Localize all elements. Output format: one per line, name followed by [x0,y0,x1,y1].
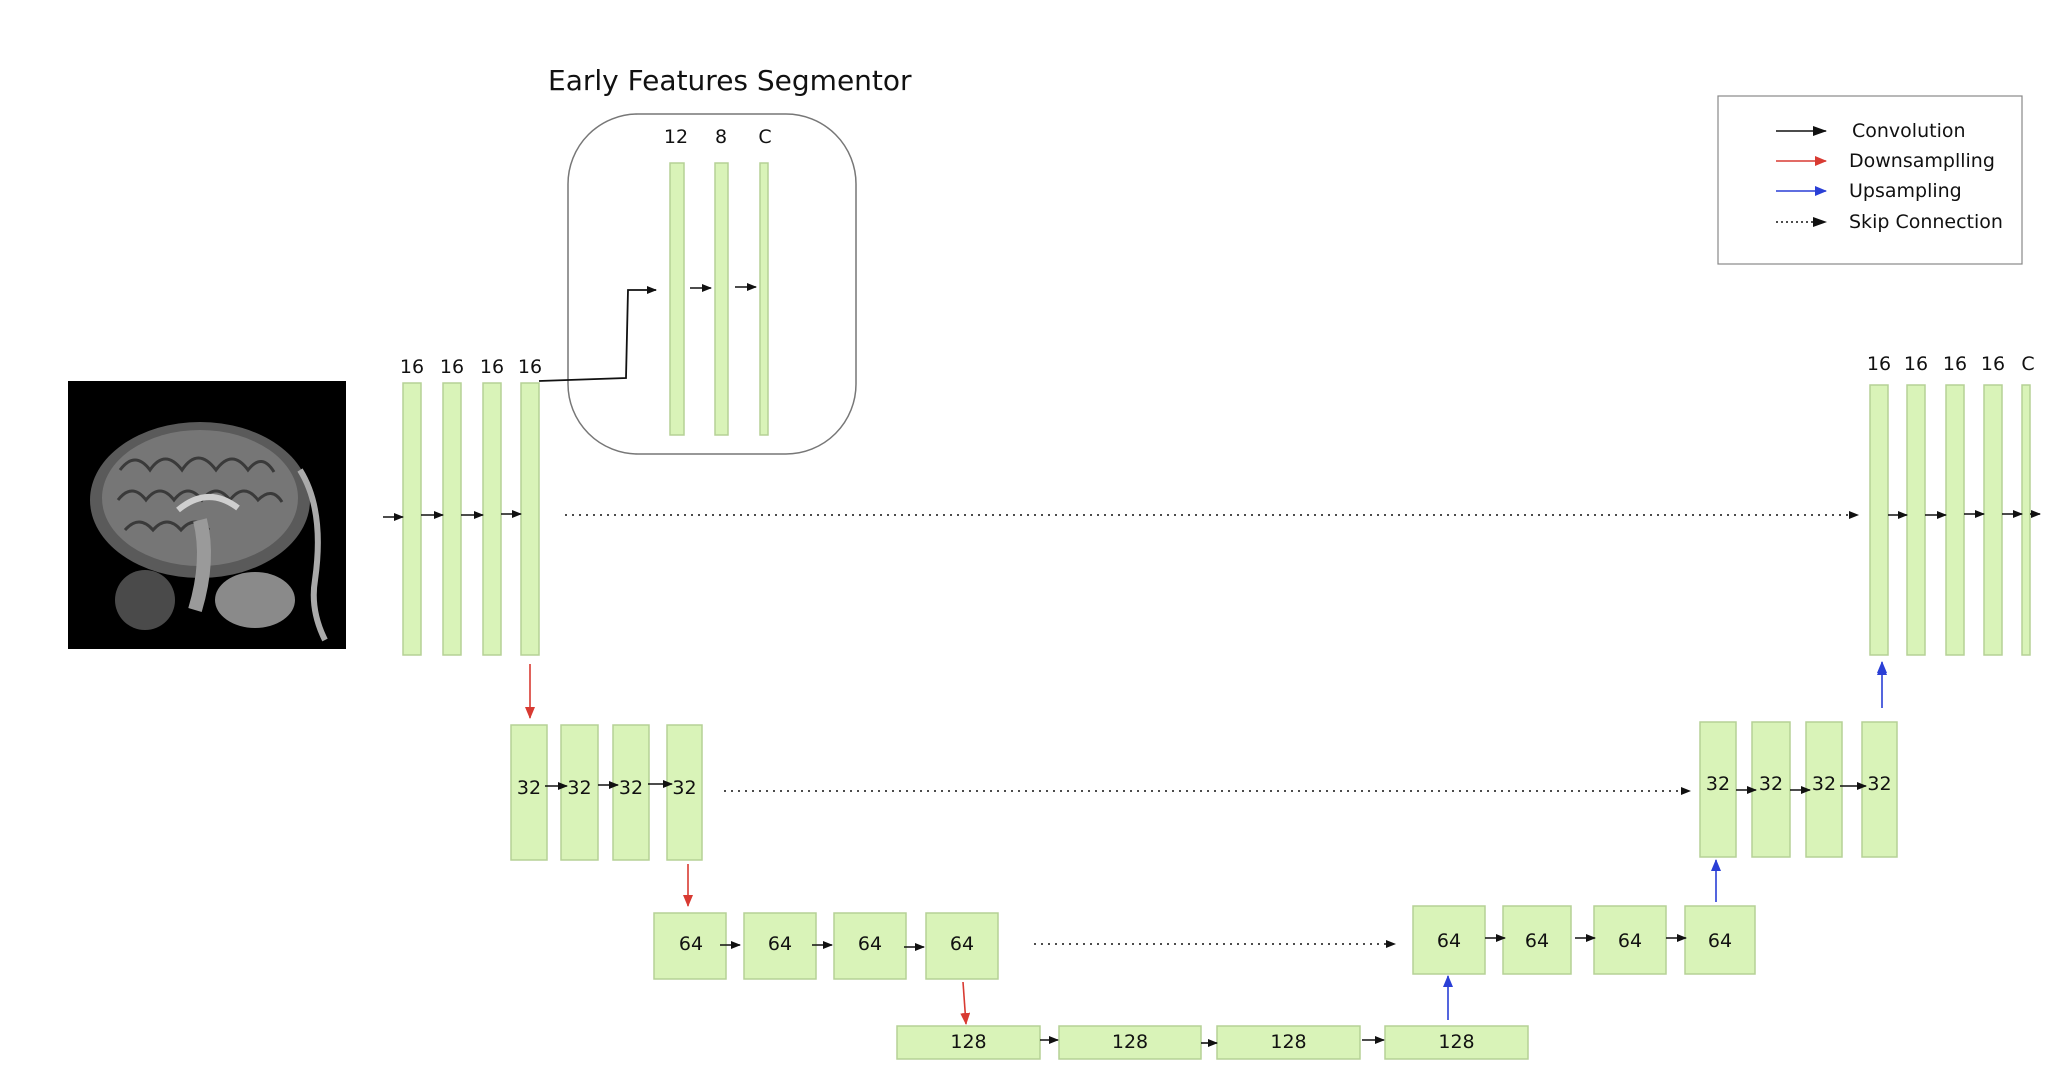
legend-downsampling-label: Downsamplling [1849,150,1995,172]
segmentor-label-3: C [758,126,771,148]
encoder-l1-label-3: 16 [480,356,504,378]
encoder-l1-block-2 [442,382,462,656]
segmentor-block-3 [759,162,769,436]
encoder-l1-block-4 [520,382,540,656]
bottleneck-block-1 [896,1025,1041,1060]
bottleneck-block-4 [1384,1025,1529,1060]
bottleneck-label-4: 128 [1438,1031,1474,1053]
encoder-l1-block-1 [402,382,422,656]
encoder-l3-label-4: 64 [950,933,974,955]
decoder-l2-label-4: 32 [1867,773,1891,795]
segmentor-label-2: 8 [715,126,727,148]
encoder-l3-block-2 [743,912,817,980]
legend-skip-label: Skip Connection [1849,211,2003,233]
decoder-l2-block-2 [1751,721,1791,858]
decoder-l1-label-1: 16 [1867,353,1891,375]
decoder-l2-block-3 [1805,721,1843,858]
segmentor-title: Early Features Segmentor [548,64,912,97]
legend-upsampling-label: Upsampling [1849,180,1962,202]
decoder-l1-block-4 [1983,384,2003,656]
encoder-l2-block-4 [666,724,703,861]
legend-convolution-label: Convolution [1852,120,1966,142]
encoder-l2-label-2: 32 [567,777,591,799]
encoder-l1-label-2: 16 [440,356,464,378]
decoder-l3-block-1 [1412,905,1486,975]
segmentor-block-2 [714,162,729,436]
segmentor-box [567,113,857,455]
segmentor-entry-arrow [538,286,657,382]
bottleneck-label-3: 128 [1270,1031,1306,1053]
encoder-l1-block-3 [482,382,502,656]
decoder-l1-block-2 [1906,384,1926,656]
decoder-l2-label-1: 32 [1706,773,1730,795]
bottleneck-label-2: 128 [1112,1031,1148,1053]
encoder-l2-block-1 [510,724,548,861]
encoder-l2-block-2 [560,724,599,861]
segmentor-label-1: 12 [664,126,688,148]
segmentor-block-1 [669,162,685,436]
encoder-l3-block-3 [833,912,907,980]
decoder-l2-block-4 [1861,721,1898,858]
encoder-l1-label-1: 16 [400,356,424,378]
encoder-l2-label-3: 32 [619,777,643,799]
encoder-l2-label-1: 32 [517,777,541,799]
decoder-l3-label-4: 64 [1708,930,1732,952]
decoder-l3-label-1: 64 [1437,930,1461,952]
decoder-l2-label-2: 32 [1759,773,1783,795]
decoder-l3-block-2 [1502,905,1572,975]
encoder-l1-label-4: 16 [518,356,542,378]
encoder-l3-label-3: 64 [858,933,882,955]
decoder-l1-label-3: 16 [1943,353,1967,375]
decoder-l2-block-1 [1699,721,1737,858]
encoder-l3-label-2: 64 [768,933,792,955]
decoder-l1-block-5 [2021,384,2031,656]
decoder-l1-label-4: 16 [1981,353,2005,375]
encoder-l3-block-4 [925,912,999,980]
bottleneck-label-1: 128 [950,1031,986,1053]
decoder-l1-block-3 [1945,384,1965,656]
decoder-l3-label-3: 64 [1618,930,1642,952]
encoder-l3-label-1: 64 [679,933,703,955]
brain-mri-image [68,381,346,649]
encoder-l2-label-4: 32 [672,777,696,799]
decoder-l3-label-2: 64 [1525,930,1549,952]
decoder-l2-label-3: 32 [1812,773,1836,795]
encoder-l3-block-1 [653,912,727,980]
decoder-l1-label-2: 16 [1904,353,1928,375]
decoder-l1-label-5: C [2021,353,2034,375]
legend: Convolution Downsamplling Upsampling Ski… [1717,95,2023,265]
decoder-l1-block-1 [1869,384,1889,656]
downsample-arrow-3 [960,981,971,1025]
encoder-l2-block-3 [612,724,650,861]
